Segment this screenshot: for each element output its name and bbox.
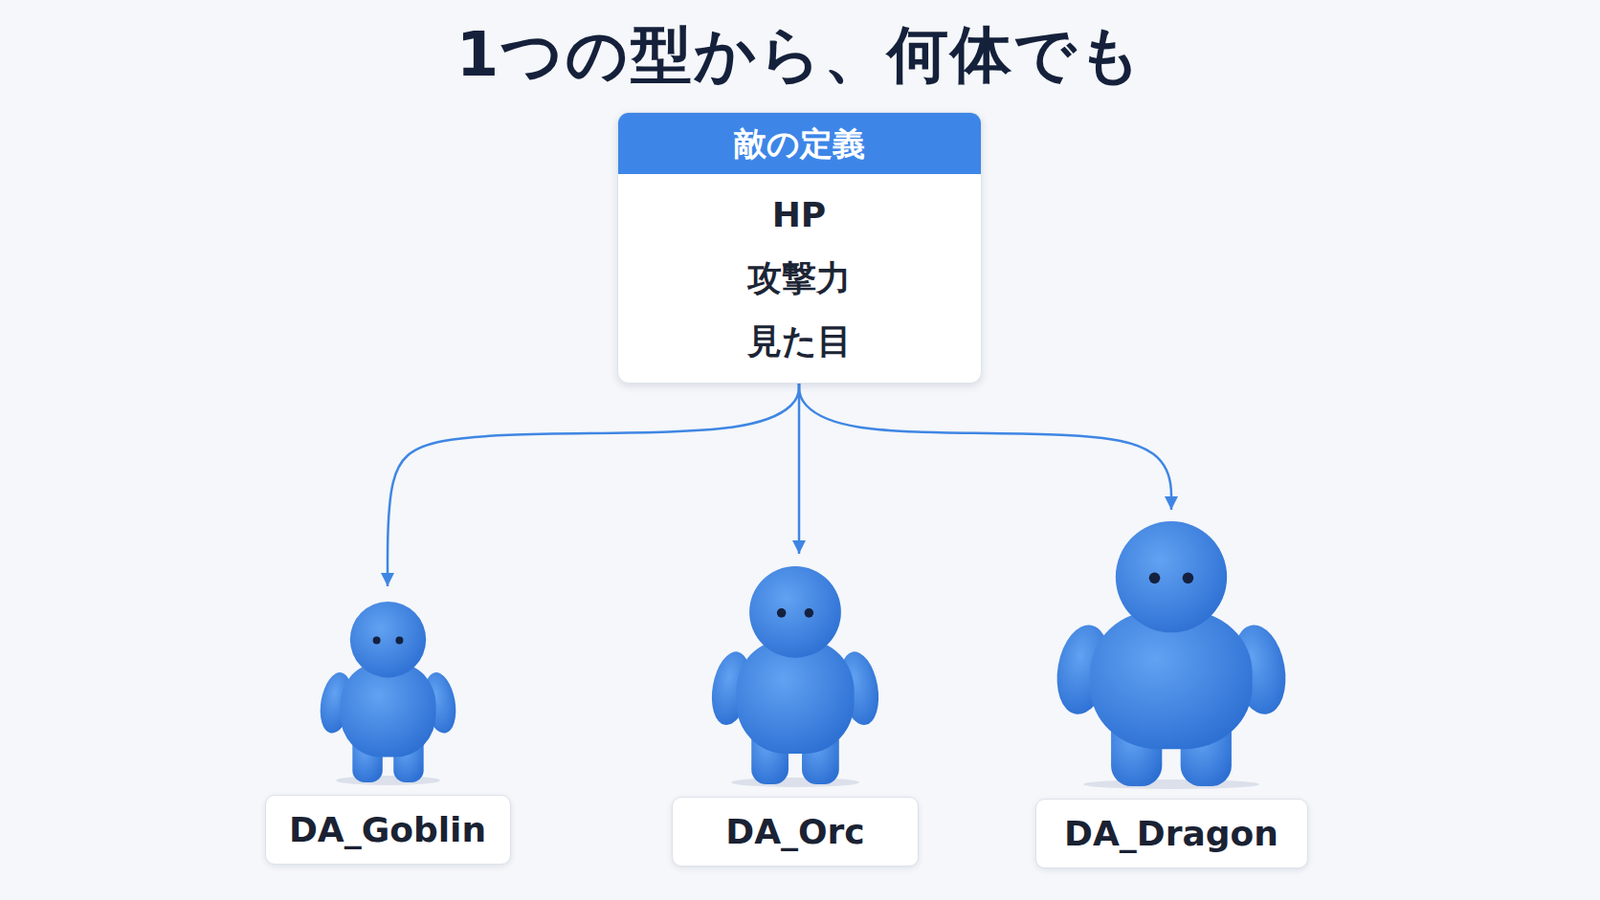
character-figure — [711, 566, 880, 785]
character-figure — [1055, 521, 1288, 787]
diagram-title: 1つの型から、何体でも — [0, 13, 1600, 97]
field-label: 見た目 — [637, 310, 962, 374]
enemy-asset: DA_Goblin — [265, 586, 512, 866]
card-body: HP攻撃力見た目 — [618, 174, 981, 383]
arrow-connector — [799, 383, 1172, 511]
asset-name: DA_Dragon — [1064, 814, 1279, 854]
figure-eye — [1149, 573, 1161, 585]
enemy-asset: DA_Orc — [671, 554, 919, 867]
card-heading: 敵の定義 — [618, 112, 981, 175]
figure-shadow — [1083, 779, 1260, 790]
figure-head — [749, 566, 842, 659]
figure-eye — [777, 608, 787, 619]
definition-card: 敵の定義HP攻撃力見た目 — [617, 111, 982, 384]
enemy-asset: DA_Dragon — [1035, 510, 1309, 869]
figure-eye — [395, 637, 403, 645]
asset-name: DA_Goblin — [288, 810, 487, 850]
character-figure — [319, 601, 457, 783]
figure-shadow — [335, 776, 441, 786]
arrow-connector — [798, 383, 801, 555]
figure-eye — [804, 608, 815, 619]
field-label: HP — [637, 183, 962, 247]
asset-label-box: DA_Goblin — [265, 795, 512, 866]
asset-name: DA_Orc — [725, 812, 865, 852]
arrow-connector — [387, 383, 800, 587]
figure-eye — [372, 637, 380, 645]
figure-eye — [1182, 573, 1195, 585]
figure-shadow — [731, 777, 860, 788]
field-label: 攻撃力 — [637, 246, 962, 311]
figure-head — [1115, 521, 1227, 633]
figure-head — [349, 601, 425, 678]
asset-label-box: DA_Dragon — [1035, 799, 1309, 869]
asset-label-box: DA_Orc — [671, 797, 919, 867]
